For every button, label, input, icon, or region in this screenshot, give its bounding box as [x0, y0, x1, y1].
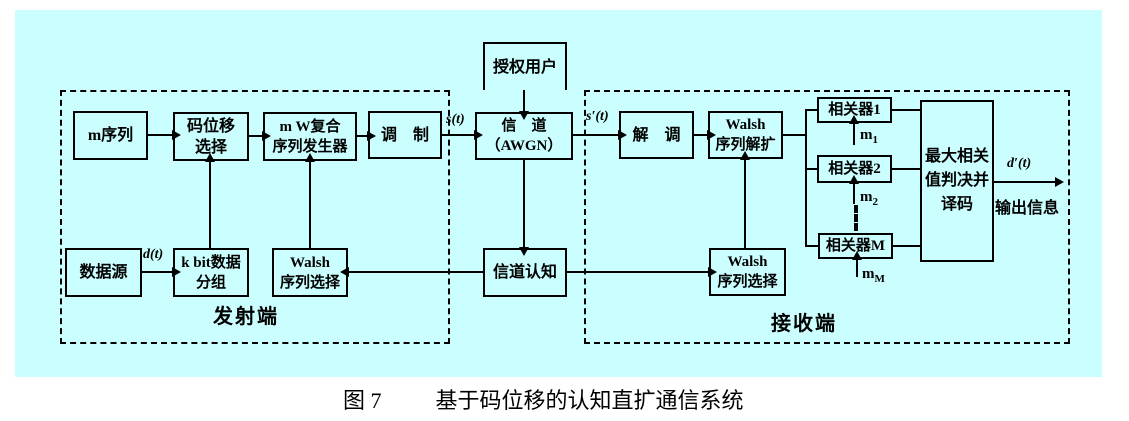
- transmitter-region-border: [60, 90, 450, 344]
- arrow-right-icon: [707, 130, 716, 140]
- connector-mM-to-corrM: [852, 251, 862, 277]
- block-kbit-grouping: k bit数据 分组: [173, 248, 249, 297]
- connector-trunk-to-corr2: [805, 168, 817, 170]
- connector-modulation-to-channel: [442, 130, 483, 140]
- connector-trunk-to-corr1: [805, 109, 817, 111]
- arrow-up-icon: [849, 115, 859, 124]
- connector-correlator-trunk: [805, 109, 807, 246]
- connector-mwgen-to-modulation: [357, 131, 376, 141]
- block-authorized-user: 授权用户: [483, 42, 567, 90]
- arrow-right-icon: [367, 131, 376, 141]
- block-walsh-select-rx: Walsh 序列选择: [709, 248, 786, 296]
- connector-datasource-to-kbit: [142, 267, 181, 277]
- connector-m2-to-corr2: [849, 175, 859, 204]
- arrow-up-icon: [852, 251, 862, 260]
- label-m2: m2: [860, 189, 878, 208]
- arrow-up-icon: [849, 175, 859, 184]
- label-s-prime-t: s′(t): [586, 109, 609, 124]
- arrow-left-icon: [340, 267, 349, 277]
- block-code-shift-select: 码位移 选择: [173, 112, 249, 161]
- label-s-t: s(t): [446, 112, 465, 127]
- m1-sub: 1: [872, 134, 879, 146]
- connector-walshrx-to-despread: [740, 151, 750, 248]
- block-channel-awgn: 信 道 （AWGN）: [475, 112, 573, 160]
- m1-base: m: [860, 127, 873, 143]
- figure-title: 基于码位移的认知直扩通信系统: [435, 388, 744, 413]
- arrow-right-icon: [1055, 177, 1064, 187]
- connector-demod-to-despread: [694, 130, 716, 140]
- block-modulation: 调 制: [368, 111, 442, 159]
- label-receiver-region: 接收端: [771, 313, 837, 335]
- block-data-source: 数据源: [65, 248, 142, 297]
- figure-number: 图 7: [343, 388, 382, 413]
- connector-codeshift-to-mwgen: [249, 131, 271, 141]
- connector-decision-to-output: [994, 177, 1064, 187]
- block-walsh-select-tx: Walsh 序列选择: [272, 248, 348, 297]
- label-transmitter-region: 发射端: [213, 306, 279, 328]
- block-max-correlation-decision: 最大相关 值判决并 译码: [920, 100, 994, 262]
- connector-despread-to-trunk: [783, 134, 806, 136]
- label-d-t: d(t): [143, 247, 164, 262]
- connector-cognition-to-walsh-tx: [340, 267, 483, 277]
- arrow-right-icon: [474, 130, 483, 140]
- connector-kbit-to-codeshift: [205, 153, 215, 248]
- receiver-region-border: [584, 90, 1070, 344]
- block-demodulation: 解 调: [619, 111, 694, 159]
- connector-corr1-to-decision: [892, 109, 920, 111]
- arrow-right-icon: [262, 131, 271, 141]
- m2-base: m: [860, 189, 873, 205]
- block-m-sequence: m序列: [73, 111, 148, 160]
- block-channel-cognition: 信道认知: [483, 248, 567, 297]
- arrow-down-icon: [519, 111, 529, 120]
- arrow-right-icon: [708, 267, 717, 277]
- figure-caption: 图 7 基于码位移的认知直扩通信系统: [343, 383, 744, 415]
- label-d-prime-t: d′(t): [1007, 156, 1032, 171]
- label-mM: mM: [862, 266, 885, 285]
- arrow-right-icon: [172, 130, 181, 140]
- arrow-right-icon: [618, 130, 627, 140]
- arrow-up-icon: [740, 151, 750, 160]
- connector-trunk-to-corrM: [805, 245, 818, 247]
- connector-corr2-to-decision: [892, 168, 920, 170]
- arrow-right-icon: [172, 267, 181, 277]
- arrow-up-icon: [205, 153, 215, 162]
- connector-cognition-to-walsh-rx: [567, 267, 717, 277]
- label-output-info: 输出信息: [995, 200, 1060, 217]
- connector-corrM-to-decision: [893, 245, 920, 247]
- vertical-ellipsis: [854, 205, 858, 231]
- connector-channel-to-demod: [573, 130, 627, 140]
- connector-authuser-to-channel: [519, 90, 529, 120]
- connector-channel-to-cognition: [519, 160, 529, 256]
- mM-base: m: [862, 266, 875, 282]
- m2-sub: 2: [872, 196, 879, 208]
- arrow-down-icon: [519, 247, 529, 256]
- connector-mseq-to-codeshift: [148, 130, 181, 140]
- label-m1: m1: [860, 127, 878, 146]
- connector-walshtx-to-mwgen: [305, 153, 315, 248]
- arrow-up-icon: [305, 153, 315, 162]
- mM-sub: M: [874, 273, 885, 285]
- connector-m1-to-corr1: [849, 115, 859, 145]
- block-walsh-despread: Walsh 序列解扩: [708, 111, 783, 159]
